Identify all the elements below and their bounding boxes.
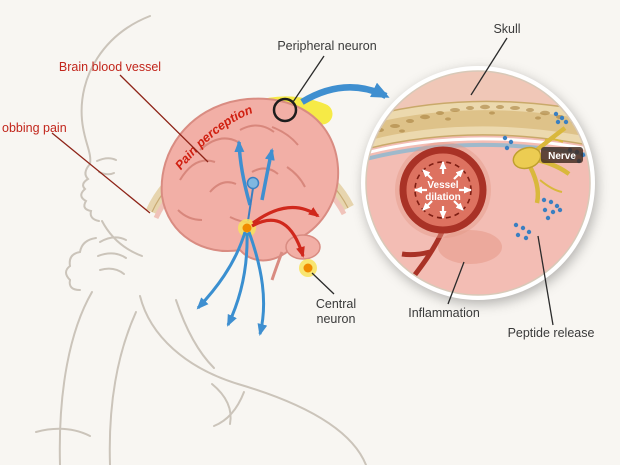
leader-lines-red bbox=[51, 74, 209, 214]
trigeminal-branches bbox=[196, 231, 268, 336]
leader-central-neuron bbox=[311, 272, 335, 295]
leader-inflammation bbox=[447, 261, 465, 305]
nerve-label: Nerve bbox=[548, 151, 576, 162]
central-neuron-label-2: neuron bbox=[317, 312, 356, 326]
leader-brain-blood-vessel bbox=[119, 74, 209, 163]
brain-illustration bbox=[146, 82, 390, 336]
inset-circle: Vessel dilation bbox=[361, 66, 595, 300]
vessel-dilation-label-2: dilation bbox=[425, 192, 461, 203]
leader-skull bbox=[470, 37, 508, 96]
peripheral-neuron-label: Peripheral neuron bbox=[277, 39, 376, 53]
central-neuron-node bbox=[303, 263, 313, 273]
magnifier-arrow bbox=[300, 82, 390, 105]
synapse-node-1 bbox=[242, 223, 252, 233]
skull-label: Skull bbox=[493, 22, 520, 36]
leader-throbbing-pain bbox=[51, 132, 151, 214]
leader-peripheral-neuron bbox=[292, 55, 325, 103]
skull-bone-layer bbox=[366, 100, 590, 151]
peripheral-neuron-soma bbox=[246, 176, 260, 190]
vessel-dilation-label-1: Vessel bbox=[427, 180, 458, 191]
inflammation-area bbox=[438, 230, 502, 264]
ascending-pain-arrows bbox=[234, 140, 275, 206]
dura-layer bbox=[366, 137, 590, 156]
peptide-release-label: Peptide release bbox=[508, 326, 595, 340]
brainstem bbox=[270, 251, 284, 281]
leader-peptide-release bbox=[537, 235, 554, 326]
leader-lines bbox=[292, 37, 554, 326]
throbbing-pain-label: obbing pain bbox=[2, 121, 67, 135]
red-signal-arrows bbox=[251, 205, 320, 258]
central-neuron-label-1: Central bbox=[316, 297, 356, 311]
nerve-bundle bbox=[512, 126, 571, 204]
nerve-label-tag: Nerve bbox=[541, 147, 583, 163]
dilation-arrows bbox=[414, 161, 472, 219]
inset-content: Vessel dilation bbox=[366, 71, 590, 295]
inflammation-label: Inflammation bbox=[408, 306, 480, 320]
bone-trabeculae bbox=[376, 104, 579, 133]
vessel-dilation: Vessel dilation bbox=[395, 142, 491, 238]
magnifier-ring bbox=[272, 97, 298, 123]
brain-blood-vessel-label: Brain blood vessel bbox=[59, 60, 161, 74]
